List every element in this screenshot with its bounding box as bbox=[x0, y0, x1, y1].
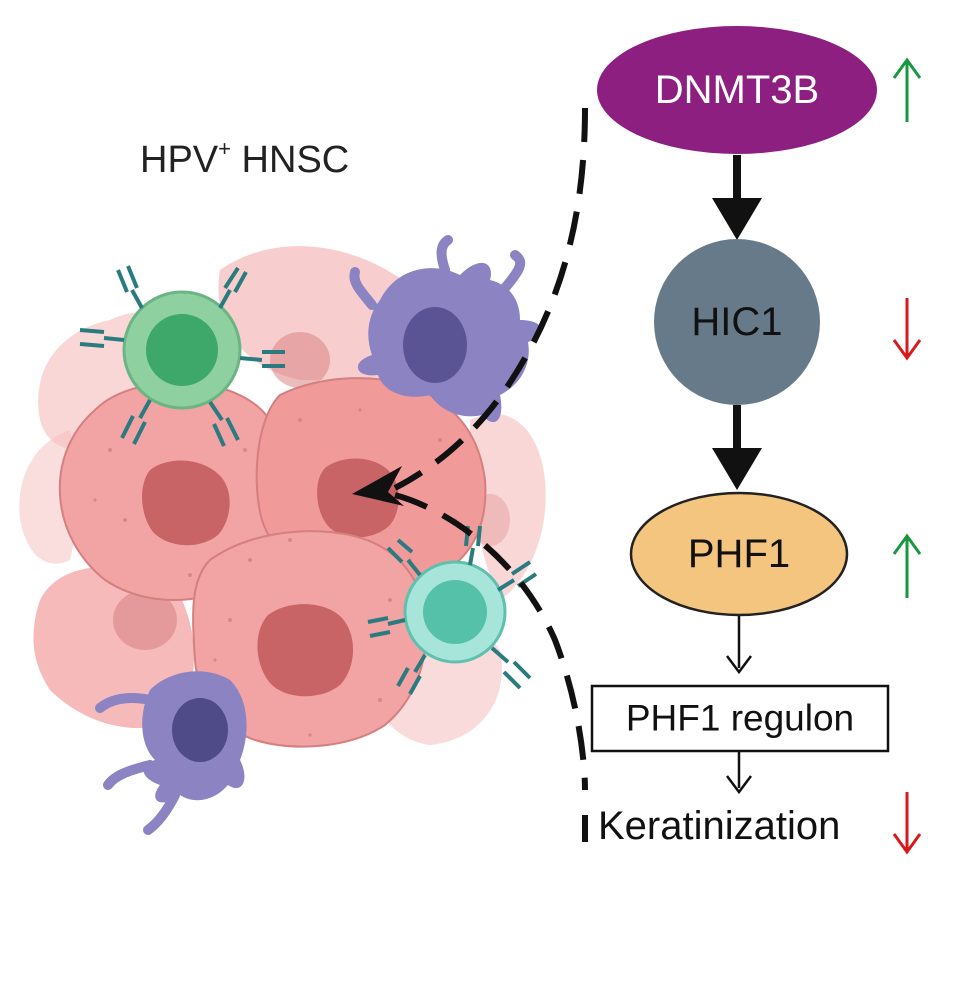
arrow-phf1-to-regulon bbox=[726, 616, 752, 675]
dashed-line-lower bbox=[394, 492, 588, 791]
phf1-label: PHF1 bbox=[688, 532, 790, 576]
regulon-box: PHF1 regulon bbox=[590, 684, 890, 753]
nucleus-pointer-arrow bbox=[352, 466, 404, 506]
dnmt3b-ellipse bbox=[597, 26, 877, 154]
dendritic-cell-bottom bbox=[95, 671, 247, 835]
tissue-title-prefix: HPV bbox=[140, 139, 219, 181]
down-arrow-icon bbox=[892, 298, 922, 361]
dendritic-cell-top bbox=[349, 235, 542, 423]
arrow-regulon-to-keratinization bbox=[726, 752, 752, 795]
regulon-label: PHF1 regulon bbox=[626, 698, 854, 739]
trend-indicators bbox=[892, 57, 922, 855]
tumor-nucleus bbox=[142, 460, 230, 546]
tumor-nucleus bbox=[257, 604, 354, 697]
arrow-hic1-to-phf1 bbox=[712, 405, 762, 490]
hic1-label: HIC1 bbox=[691, 300, 782, 344]
antibody-receptors bbox=[79, 265, 285, 447]
up-arrow-icon bbox=[892, 57, 922, 122]
background-nucleus bbox=[113, 590, 177, 650]
pathway: DNMT3B HIC1 PHF1 PHF1 regulon bbox=[590, 26, 890, 848]
keratinization-label: Keratinization bbox=[598, 804, 840, 848]
t-cell-teal bbox=[367, 525, 538, 695]
node-phf1: PHF1 bbox=[629, 491, 849, 617]
tumor-cluster-illustration bbox=[19, 235, 546, 835]
dnmt3b-label: DNMT3B bbox=[655, 68, 819, 112]
dashed-line-upper bbox=[393, 107, 588, 491]
arrow-dnmt3b-to-hic1 bbox=[712, 155, 762, 240]
node-hic1: HIC1 bbox=[654, 239, 820, 405]
background-cell bbox=[470, 413, 546, 600]
tissue-title-suffix: HNSC bbox=[231, 139, 349, 181]
t-cell-green bbox=[79, 265, 285, 447]
up-arrow-icon bbox=[892, 533, 922, 598]
node-dnmt3b: DNMT3B bbox=[597, 26, 877, 154]
antibody-receptors bbox=[367, 525, 538, 695]
down-arrow-icon bbox=[892, 792, 922, 855]
tumor-nucleus bbox=[317, 458, 399, 538]
tissue-title: HPV+ HNSC bbox=[140, 136, 349, 181]
zoom-connector bbox=[393, 107, 588, 842]
phf1-ellipse bbox=[629, 491, 849, 617]
background-nucleus bbox=[270, 332, 330, 388]
cytoplasm-speckles bbox=[93, 408, 457, 737]
tissue-title-superscript: + bbox=[218, 136, 231, 161]
hic1-circle bbox=[654, 239, 820, 405]
